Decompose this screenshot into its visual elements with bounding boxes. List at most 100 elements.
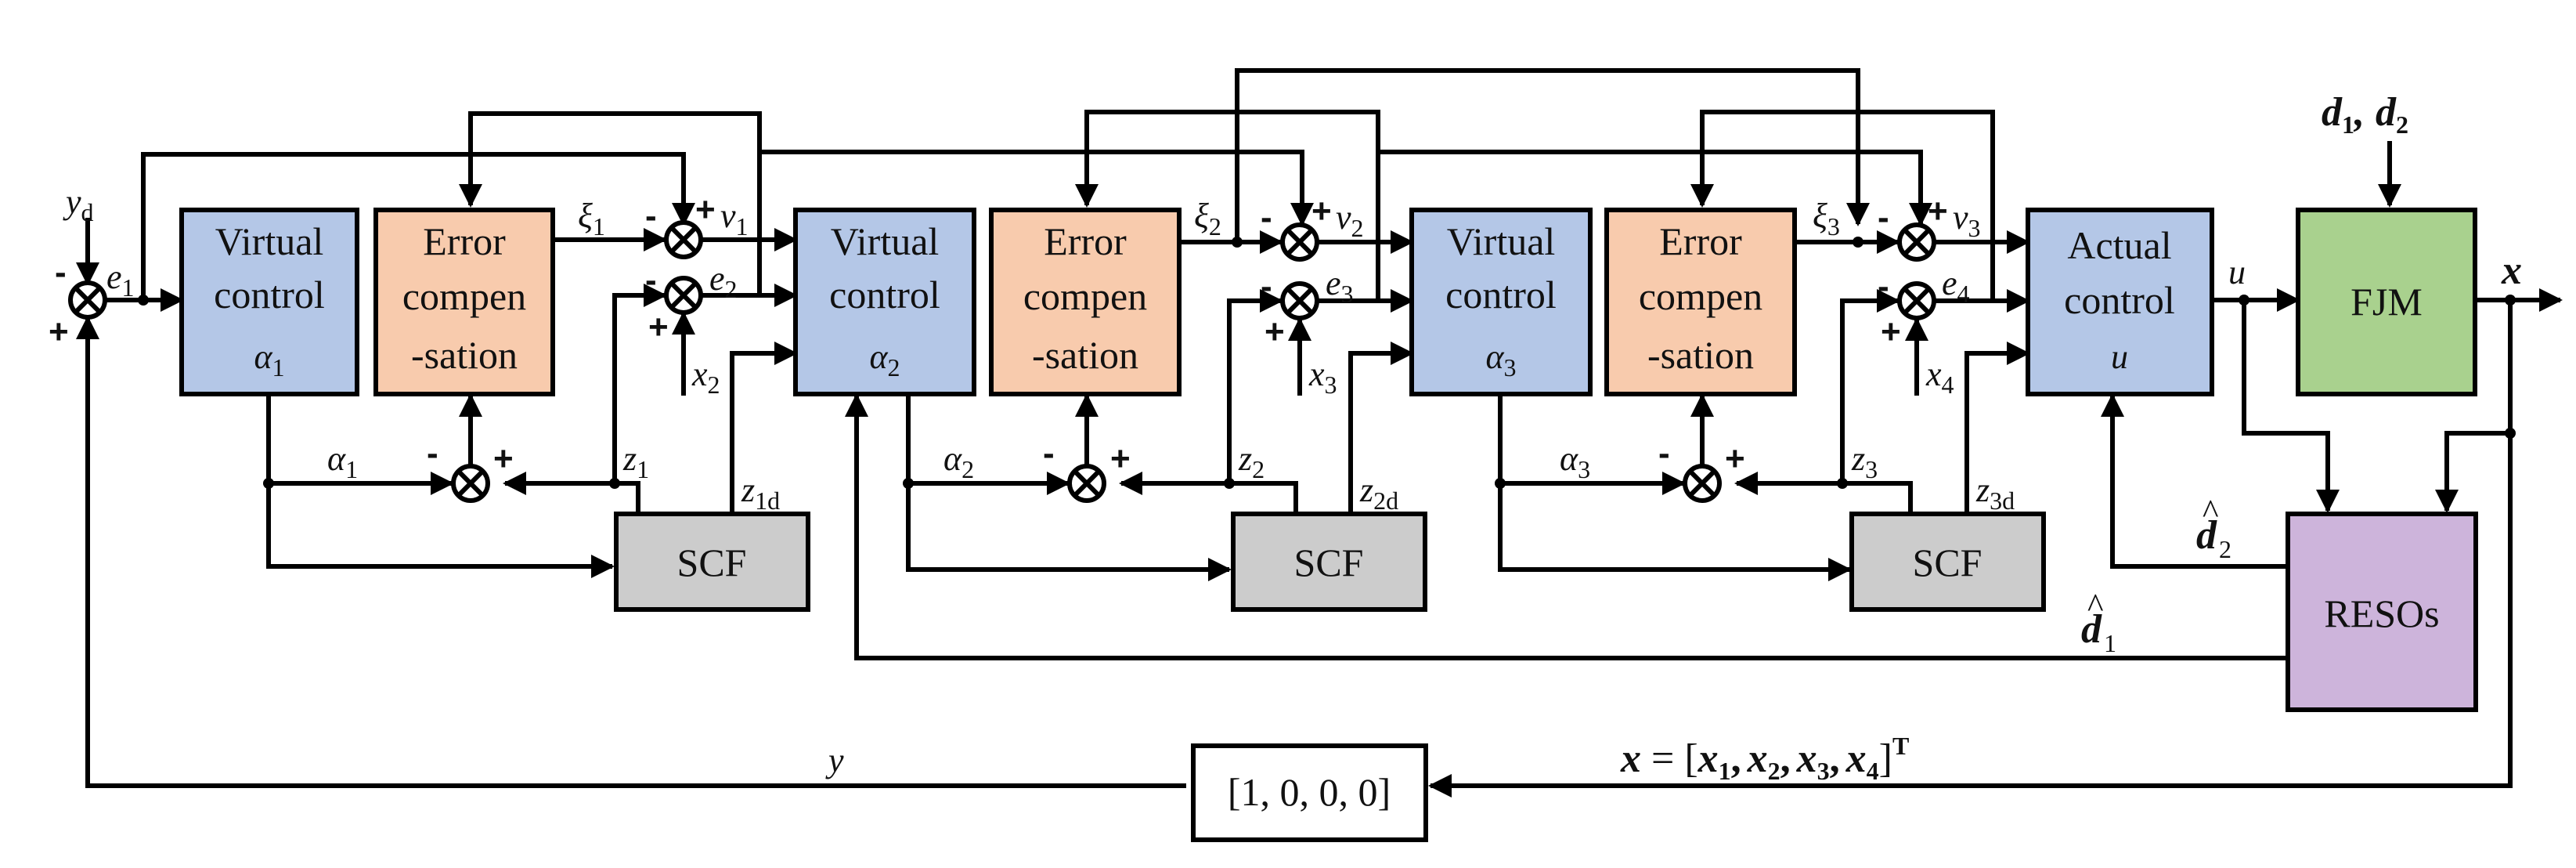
virtual-control-1-line2: control [214, 273, 325, 316]
sum-eta2 [1067, 464, 1106, 503]
signal-labels: yd e1 ξ1 v1 e2 x2 α1 z1 z1d ξ2 v2 e3 x3 … [63, 90, 2522, 785]
sign-plus-v2: + [1311, 192, 1332, 230]
wire-e2-top [459, 111, 762, 295]
label-u: u [2228, 253, 2246, 291]
virtual-control-3-line1: Virtual [1447, 219, 1556, 263]
junction-signs: - + - + - + - + - + - + - + - + - + - + [49, 190, 1948, 478]
fjm-label: FJM [2351, 280, 2423, 324]
label-xi1: ξ1 [578, 197, 605, 241]
virtual-control-2-symbol: α2 [869, 338, 900, 382]
wire-z3d [1964, 342, 2030, 514]
wire-z3 [1734, 472, 1913, 514]
error-compensation-3-line1: Error [1659, 219, 1742, 263]
virtual-control-1-symbol: α1 [254, 338, 284, 382]
wire-z3-up [1840, 289, 1900, 483]
dot-e1 [138, 295, 149, 306]
dot-alpha3 [1495, 478, 1506, 489]
wire-x-to-output [1428, 433, 2513, 797]
label-y: y [825, 741, 844, 779]
label-e1: e1 [106, 258, 135, 302]
wire-z1-up [612, 284, 667, 483]
sign-plus-e4: + [1881, 313, 1901, 351]
label-e3: e3 [1326, 264, 1354, 308]
sign-plus-v3: + [1928, 192, 1948, 230]
sign-minus-e3: - [1261, 267, 1272, 306]
error-compensation-1-block: Error compen -sation [373, 208, 555, 396]
sign-plus-e3: + [1265, 313, 1285, 351]
error-compensation-2-line3: -sation [1032, 333, 1138, 377]
actual-control-symbol: u [2111, 338, 2128, 376]
label-state-vector: x = [x1,x2,x3,x4]T [1620, 732, 1909, 785]
output-matrix-label: [1, 0, 0, 0] [1228, 770, 1391, 814]
wire-z1d [730, 342, 798, 514]
virtual-control-1-block: Virtual control α1 [179, 208, 359, 396]
scf-3-label: SCF [1913, 541, 1983, 584]
error-compensation-1-line3: -sation [411, 333, 518, 377]
label-v2: v2 [1336, 198, 1364, 242]
label-x4: x4 [1925, 355, 1954, 399]
wire-z2 [1119, 472, 1298, 514]
scf-1-label: SCF [677, 541, 747, 584]
label-d1-hat: d 1 ^ [2081, 587, 2116, 657]
dot-xi2 [1232, 237, 1243, 248]
sum-e2 [664, 276, 703, 315]
wire-e4-top [1690, 110, 1995, 301]
junction-dots [138, 237, 2516, 489]
virtual-control-2-line1: Virtual [831, 219, 940, 263]
error-compensation-3-line2: compen [1639, 274, 1762, 318]
sign-minus-v3: - [1878, 198, 1889, 237]
scf-2-block: SCF [1231, 512, 1427, 612]
label-x2: x2 [691, 355, 720, 399]
dot-alpha1 [263, 478, 274, 489]
resos-label: RESOs [2324, 591, 2439, 635]
svg-text:^: ^ [2202, 493, 2218, 531]
label-z3: z3 [1851, 439, 1878, 483]
label-e4: e4 [1942, 264, 1970, 308]
sign-plus-e2: + [648, 308, 669, 346]
svg-text:d: d [2081, 607, 2102, 652]
label-alpha2: α2 [943, 439, 974, 483]
wire-u-to-resos [2242, 300, 2340, 513]
error-compensation-1-line1: Error [423, 219, 506, 263]
error-compensation-3-block: Error compen -sation [1604, 208, 1797, 396]
actual-control-line2: control [2064, 278, 2175, 322]
wire-y-feedback [76, 316, 1186, 788]
wire-d2hat [2101, 393, 2288, 569]
scf-2-label: SCF [1294, 541, 1364, 584]
label-d2-hat: d 2 ^ [2196, 493, 2231, 563]
dot-u [2239, 295, 2249, 306]
wire-z1 [503, 472, 640, 514]
sum-v2 [1280, 222, 1319, 262]
sign-minus-eta3: - [1658, 434, 1670, 472]
virtual-control-3-line2: control [1445, 273, 1557, 316]
error-compensation-2-line1: Error [1044, 219, 1127, 263]
signal-wires [76, 68, 2563, 797]
wire-alpha1 [266, 394, 615, 578]
sign-minus-e1: - [55, 253, 67, 291]
sign-plus-e1: + [49, 313, 69, 351]
sum-v3 [1897, 222, 1936, 262]
wire-x-to-resos [2435, 300, 2513, 513]
label-z1d: z1d [741, 471, 780, 515]
actual-control-line1: Actual [2067, 223, 2171, 267]
dot-z2 [1224, 478, 1235, 489]
output-matrix-block: [1, 0, 0, 0] [1191, 743, 1428, 842]
wire-z2-up [1227, 289, 1283, 483]
svg-text:d: d [2196, 513, 2217, 558]
scf-3-block: SCF [1849, 512, 2046, 612]
sign-plus-eta2: + [1110, 439, 1131, 478]
virtual-control-1-line1: Virtual [215, 219, 324, 263]
fjm-block: FJM [2296, 208, 2477, 396]
label-x: x [2501, 248, 2522, 293]
actual-control-block: Actual control u [2026, 208, 2214, 396]
sign-minus-e4: - [1878, 267, 1889, 306]
sign-plus-v1: + [695, 190, 716, 229]
dot-x-2 [2505, 428, 2516, 439]
error-compensation-2-block: Error compen -sation [989, 208, 1182, 396]
sum-e4 [1897, 281, 1936, 320]
wire-xi2-up [1235, 68, 1870, 242]
sum-eta3 [1683, 464, 1722, 503]
svg-text:1: 1 [2104, 629, 2116, 657]
virtual-control-2-block: Virtual control α2 [793, 208, 976, 396]
